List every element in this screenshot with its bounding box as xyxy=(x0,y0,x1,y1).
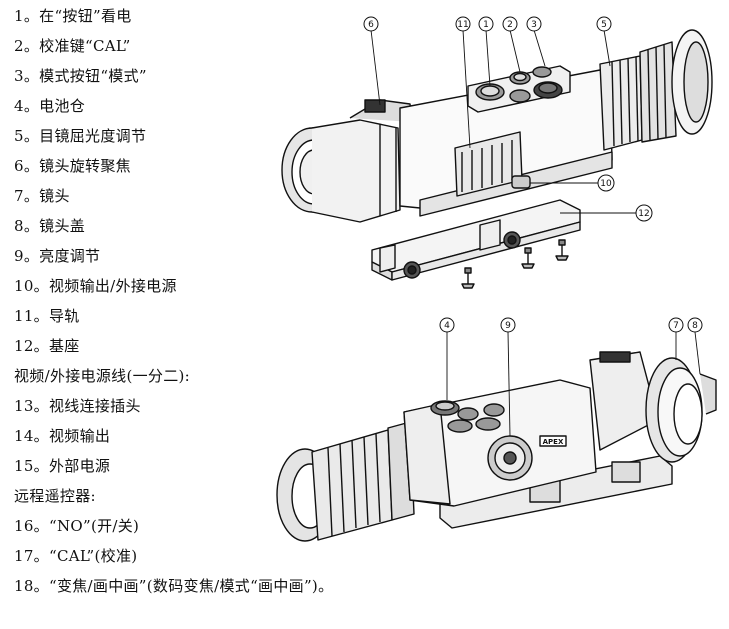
legend-heading-cable: 视频/外接电源线(一分二): xyxy=(14,367,191,385)
legend-item-12: 12。基座 xyxy=(14,337,80,355)
apex-logo: APEX xyxy=(543,438,564,446)
callout-5: 5 xyxy=(596,16,612,32)
svg-text:1: 1 xyxy=(483,20,489,30)
legend-item-2: 2。校准键“CAL” xyxy=(14,37,131,55)
bottom-callouts-lines xyxy=(446,331,701,437)
control-buttons-illustration xyxy=(467,65,571,113)
bottom-scope-illustration: APEX xyxy=(276,331,717,542)
legend-item-3: 3。模式按钮“模式” xyxy=(14,67,147,85)
top-callouts xyxy=(370,29,636,214)
eyepiece-illustration xyxy=(599,29,713,151)
legend-item-4: 4。电池仓 xyxy=(14,97,86,115)
legend-item-11: 11。导轨 xyxy=(14,307,80,325)
svg-text:11: 11 xyxy=(457,20,468,30)
objective-lens-illustration xyxy=(281,99,413,223)
legend-item-16: 16。“NO”(开/关) xyxy=(14,517,140,535)
callout-4: 4 xyxy=(439,317,455,333)
callout-3: 3 xyxy=(526,16,542,32)
svg-text:10: 10 xyxy=(600,179,612,189)
svg-text:2: 2 xyxy=(507,20,513,30)
svg-text:6: 6 xyxy=(368,20,374,30)
legend-heading-remote: 远程遥控器: xyxy=(14,487,96,505)
legend-item-17: 17。“CAL”(校准) xyxy=(14,547,138,565)
callout-7: 7 xyxy=(668,317,684,333)
bottom-body-illustration: APEX xyxy=(403,379,597,507)
legend-item-10: 10。视频输出/外接电源 xyxy=(14,277,177,295)
svg-text:8: 8 xyxy=(692,321,698,331)
legend-item-18: 18。“变焦/画中画”(数码变焦/模式“画中画”)。 xyxy=(14,577,334,595)
callout-10: 10 xyxy=(597,174,615,192)
legend-item-6: 6。镜头旋转聚焦 xyxy=(14,157,131,175)
callout-8: 8 xyxy=(687,317,703,333)
top-scope-illustration xyxy=(281,29,713,289)
mount-screws xyxy=(461,239,569,289)
legend-item-15: 15。外部电源 xyxy=(14,457,111,475)
callout-1: 1 xyxy=(478,16,494,32)
legend-item-7: 7。镜头 xyxy=(14,187,70,205)
mount-base-illustration xyxy=(371,199,581,281)
legend-item-5: 5。目镜屈光度调节 xyxy=(14,127,147,145)
svg-text:3: 3 xyxy=(531,20,537,30)
callout-11: 11 xyxy=(455,16,471,32)
callout-9: 9 xyxy=(500,317,516,333)
callout-2: 2 xyxy=(502,16,518,32)
legend-item-1: 1。在“按钮”看电 xyxy=(14,7,132,25)
bottom-objective-illustration xyxy=(589,351,717,463)
callout-12: 12 xyxy=(635,204,653,222)
svg-text:7: 7 xyxy=(673,321,679,331)
legend-item-8: 8。镜头盖 xyxy=(14,217,86,235)
legend-item-14: 14。视频输出 xyxy=(14,427,111,445)
svg-text:4: 4 xyxy=(444,321,450,331)
svg-text:5: 5 xyxy=(601,20,607,30)
bottom-eyepiece-illustration xyxy=(276,421,415,542)
svg-text:12: 12 xyxy=(638,209,649,219)
svg-text:9: 9 xyxy=(505,321,511,331)
callout-6: 6 xyxy=(363,16,379,32)
legend-item-13: 13。视线连接插头 xyxy=(14,397,141,415)
legend-item-9: 9。亮度调节 xyxy=(14,247,101,265)
main-body-illustration xyxy=(399,69,613,217)
